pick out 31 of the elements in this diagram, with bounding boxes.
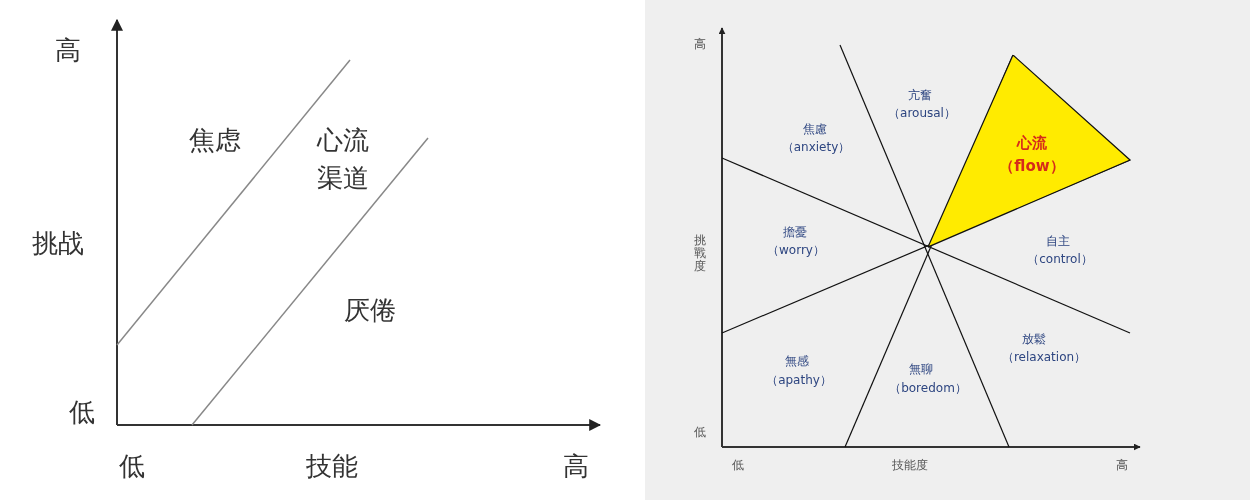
region-label: 心流渠道 (317, 124, 369, 195)
region-label: 自主 (1046, 235, 1070, 249)
axis-end-label: 低 (119, 451, 145, 481)
axis-end-label: 高 (1116, 459, 1128, 473)
axis-end-label: 低 (69, 397, 95, 427)
region-label: 焦虑 (189, 125, 241, 155)
axis-title: 挑战 (32, 228, 84, 258)
axis-end-label: 高 (563, 451, 589, 481)
axis-title: 技能 (306, 451, 358, 481)
region-sublabel: （arousal） (888, 107, 956, 121)
region-label: 亢奮 (908, 89, 932, 103)
region-label: 心流 (1017, 134, 1047, 152)
region-sublabel: （control） (1027, 253, 1093, 267)
region-label: 厌倦 (344, 295, 396, 325)
region-sublabel: （anxiety） (781, 141, 851, 155)
region-sublabel: （flow） (999, 157, 1065, 175)
axis-end-label: 低 (732, 459, 744, 473)
axis-end-label: 低 (694, 426, 706, 440)
axis-end-label: 高 (694, 38, 706, 52)
region-label: 無聊 (909, 363, 933, 377)
region-sublabel: （relaxation） (1001, 351, 1087, 365)
region-sublabel: （boredom） (889, 382, 967, 396)
axis-title: 技能度 (892, 459, 928, 473)
axis-end-label: 高 (55, 35, 81, 65)
region-label: 放鬆 (1022, 333, 1046, 347)
region-label: 擔憂 (783, 226, 807, 240)
region-sublabel: （apathy） (766, 374, 832, 388)
axis-title: 挑戰度 (694, 234, 706, 274)
region-label: 焦慮 (803, 123, 827, 137)
region-label: 無感 (785, 355, 809, 369)
region-sublabel: （worry） (767, 244, 825, 258)
